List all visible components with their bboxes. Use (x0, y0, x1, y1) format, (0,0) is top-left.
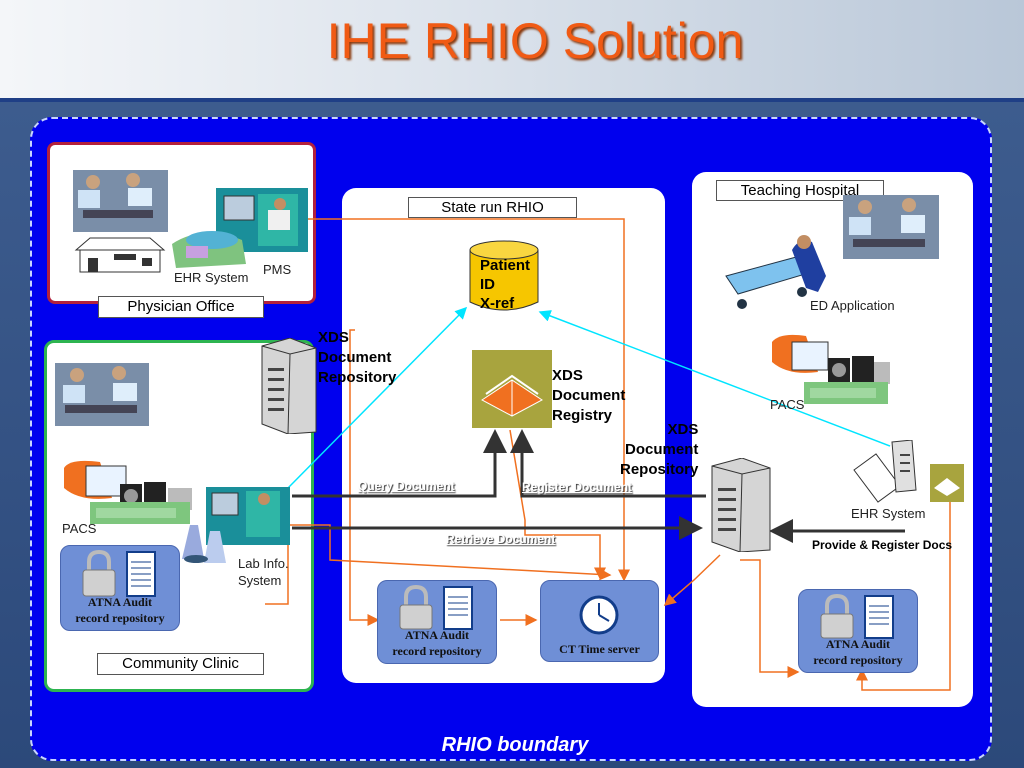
atna-clinic-label: ATNA Audit record repository (75, 595, 165, 625)
xds-repository-server-icon (261, 338, 317, 434)
atna-audit-hospital: ATNA Audit record repository (798, 589, 918, 673)
ehr-pms-workstation-icon (172, 188, 308, 268)
transaction-links (292, 429, 905, 543)
xds-repository-label-hospital: XDS Document Repository (620, 421, 699, 478)
lab-info-system-label: Lab Info. System (238, 556, 289, 588)
provide-register-docs-label: Provide & Register Docs (812, 538, 953, 552)
hospital-repository-server-icon (711, 458, 771, 552)
ct-time-server-box: CT Time server (540, 580, 659, 662)
atna-hospital-label: ATNA Audit record repository (813, 637, 903, 667)
workstation-photo-icon (73, 170, 168, 232)
query-document-flow-label: Query Document (358, 479, 455, 493)
atna-audit-clinic: ATNA Audit record repository (60, 545, 180, 631)
ct-time-server-label: CT Time server (559, 642, 640, 656)
page-title: IHE RHIO Solution (326, 13, 744, 69)
community-clinic-label: Community Clinic (97, 653, 264, 675)
patient-id-xref-label: Patient ID X-ref (480, 257, 531, 312)
xds-registry-label: XDS Document Registry (552, 367, 626, 424)
ehr-system-label-physician: EHR System (174, 270, 249, 285)
lock-icon (399, 585, 473, 630)
pacs-clinic-label: PACS (62, 521, 97, 536)
header-divider (0, 98, 1024, 102)
register-document-flow-label: Register Document (522, 480, 633, 494)
pacs-clinic-icon (64, 460, 192, 524)
patient-id-xref-database-icon (469, 240, 539, 311)
rhio-boundary-label: RHIO boundary (441, 734, 589, 756)
xds-repository-label-clinic: XDS Document Repository (318, 329, 397, 386)
state-rhio-label: State run RHIO (408, 197, 577, 218)
lock-icon (82, 550, 156, 597)
clinic-workstation-photo-icon (55, 363, 149, 426)
clock-icon (579, 595, 619, 635)
clinic-building-icon (74, 237, 166, 273)
pms-label: PMS (263, 262, 292, 277)
retrieve-document-flow-label: Retrieve Document (446, 532, 556, 546)
ed-application-label: ED Application (810, 298, 895, 313)
pacs-hospital-icon (772, 334, 890, 404)
teaching-hospital-label: Teaching Hospital (716, 180, 884, 201)
atna-audit-rhio: ATNA Audit record repository (377, 580, 497, 664)
ehr-system-hospital-icon (853, 440, 964, 503)
pacs-hospital-label: PACS (770, 397, 805, 412)
cyan-links (287, 306, 891, 489)
atna-rhio-label: ATNA Audit record repository (392, 628, 482, 658)
lock-icon (820, 594, 894, 639)
ehr-system-label-hospital: EHR System (851, 506, 926, 521)
orange-links (265, 218, 951, 691)
ed-application-stretcher-icon (725, 235, 826, 309)
header-bar (0, 0, 1024, 100)
lab-info-system-icon (182, 487, 290, 563)
xds-registry-book-icon (472, 350, 552, 428)
physician-office-label: Physician Office (98, 296, 264, 318)
hospital-workstation-photo-icon (843, 195, 939, 259)
